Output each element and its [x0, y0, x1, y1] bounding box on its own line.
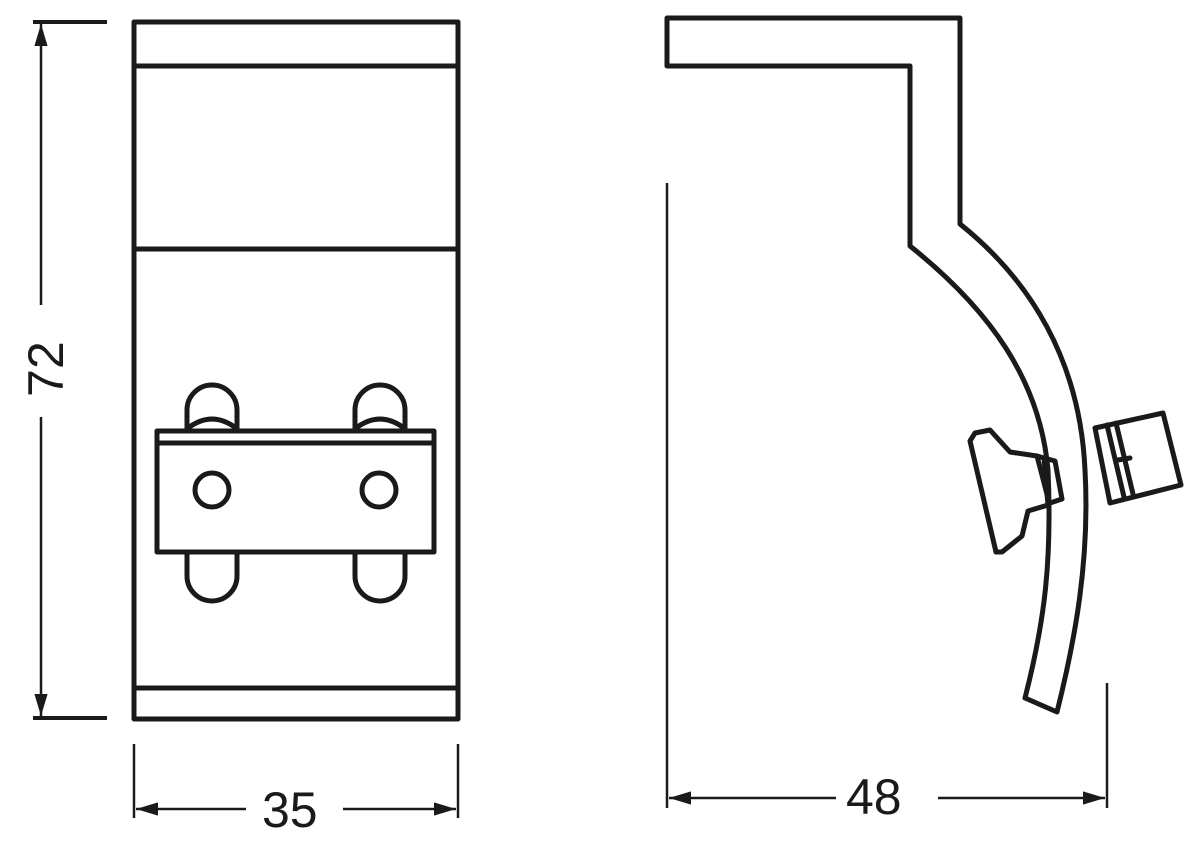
dimension-depth — [665, 183, 1109, 808]
pin-top-left — [184, 382, 240, 433]
front-body-outline — [131, 19, 461, 722]
nut-block-notch — [1115, 455, 1133, 463]
pin-bottom-left — [184, 550, 240, 604]
nut-block — [1092, 410, 1184, 506]
bracket-profile — [664, 15, 1089, 715]
dimension-width — [132, 744, 460, 818]
pin-top-right — [352, 382, 408, 433]
dimension-depth-label: 48 — [838, 772, 910, 822]
dimension-width-label: 35 — [254, 785, 326, 835]
thumb-screw-shaft — [1034, 453, 1052, 505]
clamp-hole-right — [359, 470, 399, 510]
clamp-hole-left — [192, 470, 232, 510]
pin-bottom-right — [352, 550, 408, 604]
clamp-plate — [154, 428, 437, 555]
side-view — [664, 15, 1184, 715]
thumb-screw-neck — [1041, 455, 1065, 506]
dimension-height — [33, 20, 107, 720]
nut-block-line-1 — [1104, 422, 1127, 500]
dimension-height-label: 72 — [18, 321, 74, 417]
front-view — [131, 19, 461, 722]
thumb-screw-knob — [967, 427, 1051, 555]
